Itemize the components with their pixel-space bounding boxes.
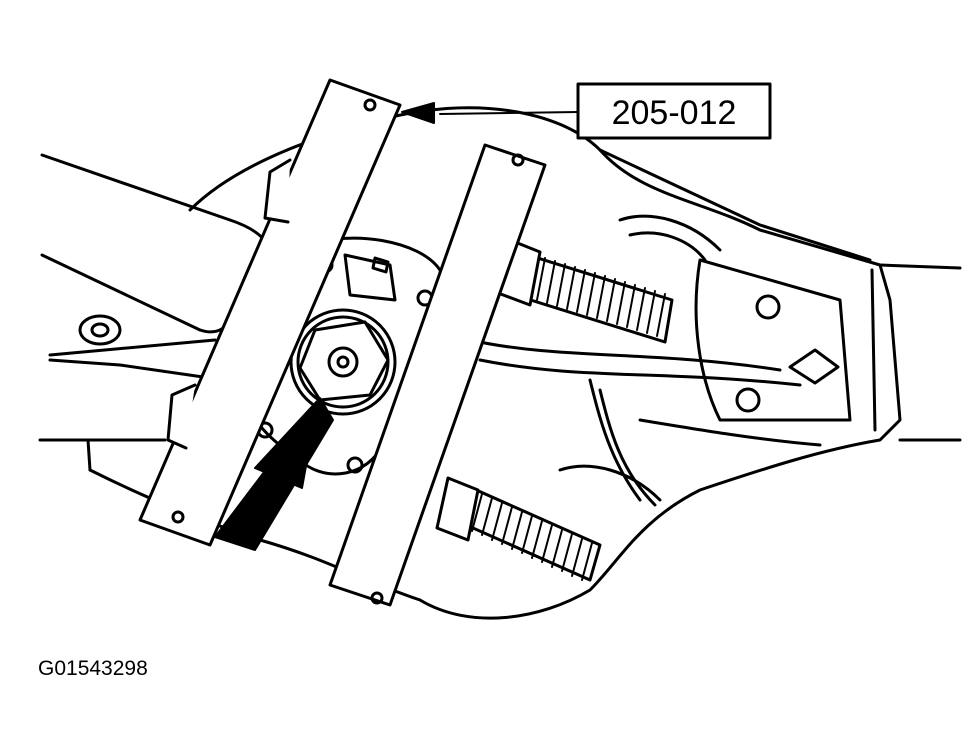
puller-bar-left [138, 78, 402, 547]
suspension-arm-lower [38, 338, 217, 442]
callout-pointer-arrow [401, 102, 435, 124]
plate-diamond-mark [788, 348, 840, 385]
callout-label: 205-012 [612, 94, 737, 132]
plate-hole-lower [735, 387, 761, 413]
plate-hole-upper [755, 294, 781, 320]
puller-bar-right [328, 143, 547, 607]
threaded-bolt-upper [496, 238, 674, 344]
figure-id: G01543298 [38, 657, 148, 680]
direction-arrow-head [254, 399, 319, 489]
bushing [78, 314, 122, 346]
pinion-nut [289, 308, 397, 416]
callout-box [439, 82, 772, 140]
threaded-bolt-lower [435, 476, 602, 582]
